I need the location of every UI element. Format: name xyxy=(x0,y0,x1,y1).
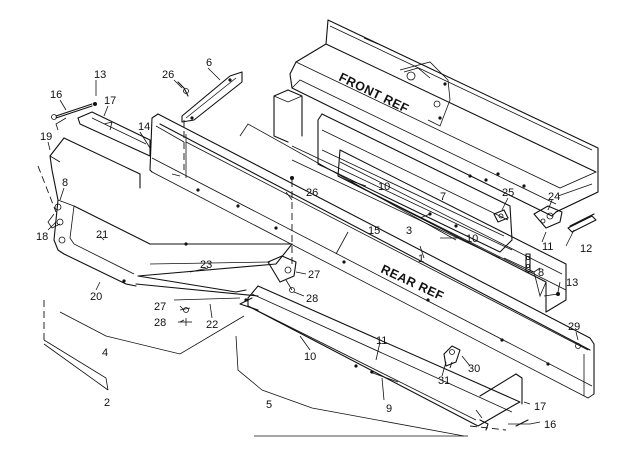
callout-2: 2 xyxy=(104,397,110,409)
callout-11-lower: 11 xyxy=(376,335,387,347)
callout-11-right: 11 xyxy=(542,241,553,253)
callout-10-upper: 10 xyxy=(378,181,390,193)
callout-12: 12 xyxy=(580,243,592,255)
callout-17-top: 17 xyxy=(104,95,116,107)
callout-3: 3 xyxy=(406,225,412,237)
callout-20: 20 xyxy=(90,291,102,303)
callout-28-lower: 28 xyxy=(154,317,166,329)
callout-numbers: 1 2 3 4 5 6 7 8 8 9 10 10 10 11 11 12 13… xyxy=(36,57,592,431)
callout-7: 7 xyxy=(440,191,446,203)
callout-16-top: 16 xyxy=(50,89,62,101)
bracket-6 xyxy=(177,71,243,123)
callout-26-top: 26 xyxy=(162,69,174,81)
callout-1: 1 xyxy=(418,253,424,265)
callout-14: 14 xyxy=(138,121,150,133)
callout-8-left: 8 xyxy=(62,177,68,189)
callout-29: 29 xyxy=(568,321,580,333)
bottom-channel xyxy=(247,285,530,431)
callout-18: 18 xyxy=(36,231,48,243)
callout-13-right: 13 xyxy=(566,277,578,289)
callout-28-center: 28 xyxy=(306,293,318,305)
callout-leader-lines xyxy=(47,67,579,425)
callout-10-middle: 10 xyxy=(466,233,478,245)
callout-5: 5 xyxy=(266,399,272,411)
callout-10-lower: 10 xyxy=(304,351,316,363)
callout-17-bottom: 17 xyxy=(534,401,546,413)
left-assembly xyxy=(47,90,151,287)
callout-4: 4 xyxy=(102,347,108,359)
assembly-dashed-lines xyxy=(37,120,507,431)
callout-30: 30 xyxy=(468,363,480,375)
callout-22: 22 xyxy=(206,319,218,331)
callout-19: 19 xyxy=(40,131,52,143)
callout-21: 21 xyxy=(96,229,108,241)
callout-26-center: 26 xyxy=(306,187,318,199)
group-leader-lines xyxy=(43,123,468,437)
callout-9: 9 xyxy=(386,403,392,415)
bracket-hardware-right xyxy=(493,205,597,349)
center-bracket xyxy=(267,176,297,293)
callout-24: 24 xyxy=(548,191,560,203)
callout-25: 25 xyxy=(502,187,514,199)
callout-16-bottom: 16 xyxy=(544,419,556,431)
callout-13-top: 13 xyxy=(94,69,106,81)
callout-8-right: 8 xyxy=(538,267,544,279)
callout-23: 23 xyxy=(200,259,212,271)
callout-27-center: 27 xyxy=(308,269,320,281)
front-ref-label: FRONT REF xyxy=(337,70,411,116)
rear-ref-channel xyxy=(149,113,595,399)
front-ref-channel xyxy=(289,19,599,217)
callout-27-lower: 27 xyxy=(154,301,166,313)
callout-15: 15 xyxy=(368,225,380,237)
callout-31: 31 xyxy=(438,375,450,387)
callout-6: 6 xyxy=(206,57,212,69)
rear-ref-label: REAR REF xyxy=(379,262,446,303)
bottom-plates xyxy=(135,242,293,326)
